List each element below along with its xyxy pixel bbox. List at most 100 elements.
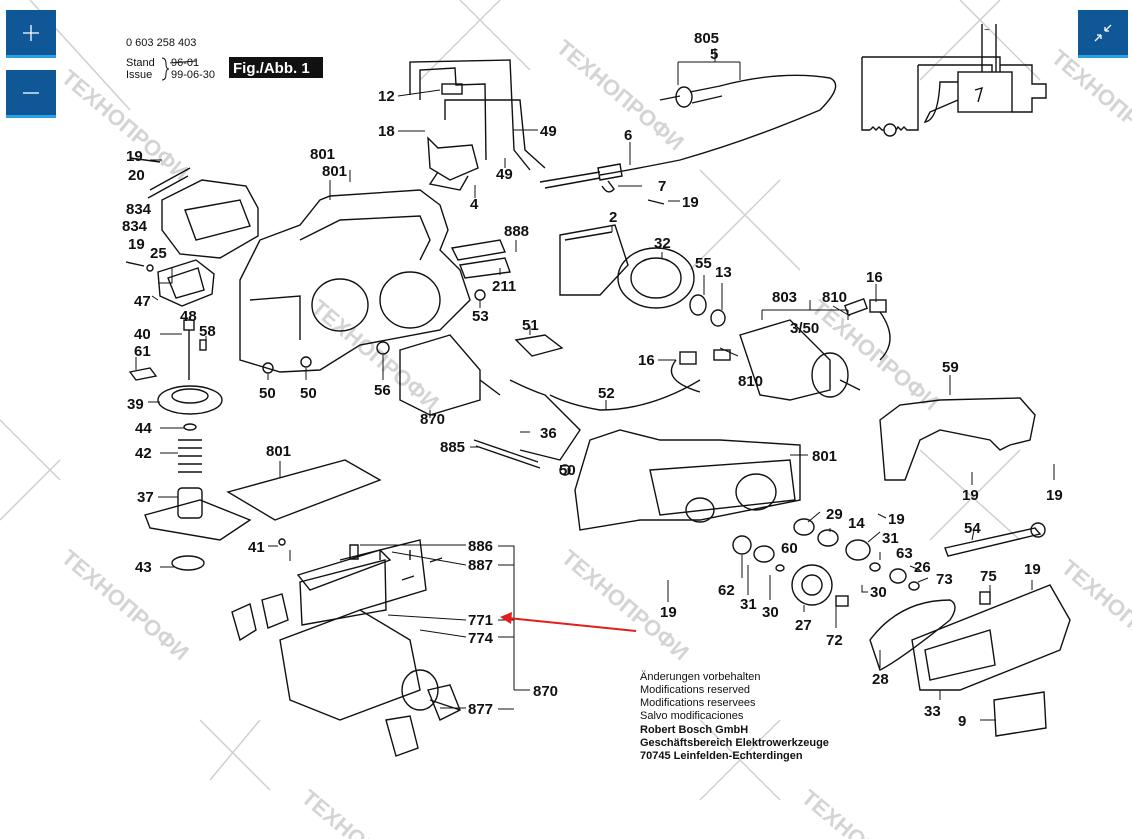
part-label[interactable]: 801 [266, 443, 291, 460]
footer-line: Salvo modificaciones [640, 710, 744, 722]
part-label[interactable]: 886 [468, 538, 493, 555]
part-label[interactable]: 54 [964, 520, 981, 537]
part-label[interactable]: 50 [259, 385, 276, 402]
part-label[interactable]: 20 [128, 167, 145, 184]
part-label[interactable]: 61 [134, 343, 151, 360]
part-label[interactable]: 870 [533, 683, 558, 700]
part-label[interactable]: 2 [609, 209, 617, 226]
minus-icon [23, 91, 39, 95]
part-label[interactable]: 19 [1024, 561, 1041, 578]
part-label[interactable]: 47 [134, 293, 151, 310]
part-label[interactable]: 801 [322, 163, 347, 180]
part-label[interactable]: 44 [135, 420, 152, 437]
part-label[interactable]: 50 [559, 462, 576, 479]
main-housing [239, 189, 511, 374]
part-label[interactable]: 72 [826, 632, 843, 649]
zoom-out-button[interactable] [6, 70, 56, 118]
part-label[interactable]: 29 [826, 506, 843, 523]
part-label[interactable]: 810 [822, 289, 847, 306]
part-label[interactable]: 885 [440, 439, 465, 456]
part-label[interactable]: 51 [522, 317, 539, 334]
part-label[interactable]: 49 [496, 166, 513, 183]
part-label[interactable]: 870 [420, 411, 445, 428]
plus-icon [22, 24, 40, 42]
company-address: 70745 Leinfelden-Echterdingen [640, 750, 803, 762]
part-label[interactable]: 9 [958, 713, 966, 730]
part-label[interactable]: 7 [658, 178, 666, 195]
part-label[interactable]: 211 [492, 278, 516, 295]
part-label[interactable]: 39 [127, 396, 144, 413]
part-label[interactable]: 26 [914, 559, 931, 576]
part-label[interactable]: 805 [694, 30, 719, 47]
part-label[interactable]: 19 [888, 511, 905, 528]
part-label[interactable]: 888 [504, 223, 529, 240]
part-label[interactable]: 13 [715, 264, 732, 281]
part-label[interactable]: 60 [781, 540, 798, 557]
part-label[interactable]: 63 [896, 545, 913, 562]
part-label[interactable]: 5 [710, 46, 718, 63]
part-label[interactable]: 52 [598, 385, 615, 402]
exit-fullscreen-button[interactable] [1078, 10, 1128, 58]
part-label[interactable]: 19 [660, 604, 677, 621]
part-label[interactable]: 834 [122, 218, 148, 235]
part-label[interactable]: 19 [128, 236, 145, 253]
part-label[interactable]: 28 [872, 671, 889, 688]
figure-badge [229, 57, 323, 78]
part-label[interactable]: 19 [962, 487, 979, 504]
part-label[interactable]: 56 [374, 382, 391, 399]
part-label[interactable]: 41 [248, 539, 265, 556]
part-label[interactable]: 877 [468, 701, 493, 718]
part-label[interactable]: 30 [870, 584, 887, 601]
part-label[interactable]: 75 [980, 568, 997, 585]
part-label[interactable]: 834 [126, 201, 152, 218]
part-label[interactable]: 19 [1046, 487, 1063, 504]
part-label[interactable]: 55 [695, 255, 712, 272]
part-label[interactable]: 36 [540, 425, 557, 442]
part-label[interactable]: 12 [378, 88, 395, 105]
part-label[interactable]: 43 [135, 559, 152, 576]
part-label[interactable]: 801 [310, 146, 335, 163]
part-label[interactable]: 16 [638, 352, 655, 369]
part-label[interactable]: 3/50 [790, 320, 819, 337]
stand-label: Stand [126, 57, 155, 69]
part-label[interactable]: 37 [137, 489, 154, 506]
part-label[interactable]: 62 [718, 582, 735, 599]
belt-side-housing [559, 429, 801, 531]
part-label[interactable]: 33 [924, 703, 941, 720]
part-label[interactable]: 810 [738, 373, 763, 390]
part-label[interactable]: 31 [882, 530, 899, 547]
part-label[interactable]: 48 [180, 308, 197, 325]
watermark-text: ТЕХНОПРОФИ [57, 545, 194, 666]
part-label[interactable]: 30 [762, 604, 779, 621]
part-label[interactable]: 16 [866, 269, 883, 286]
part-label[interactable]: 27 [795, 617, 812, 634]
part-label[interactable]: 50 [300, 385, 317, 402]
part-label[interactable]: 19 [682, 194, 699, 211]
part-label[interactable]: 801 [812, 448, 837, 465]
part-label[interactable]: 18 [378, 123, 395, 140]
part-label[interactable]: 42 [135, 445, 152, 462]
part-label[interactable]: 6 [624, 127, 632, 144]
part-label[interactable]: 14 [848, 515, 865, 532]
power-cord [539, 74, 837, 205]
highlight-arrow [500, 612, 637, 632]
part-label[interactable]: 19 [126, 148, 143, 165]
sole-plate [226, 459, 382, 546]
part-label[interactable]: 40 [134, 326, 151, 343]
part-label[interactable]: 59 [942, 359, 959, 376]
part-label[interactable]: 774 [468, 630, 494, 647]
part-label[interactable]: 771 [468, 612, 493, 629]
armature [670, 297, 891, 401]
part-label[interactable]: 887 [468, 557, 493, 574]
zoom-in-button[interactable] [6, 10, 56, 58]
part-label[interactable]: 49 [540, 123, 557, 140]
part-label[interactable]: 31 [740, 596, 757, 613]
part-label[interactable]: 25 [150, 245, 167, 262]
part-label[interactable]: 4 [470, 196, 479, 213]
part-label[interactable]: 58 [199, 323, 216, 340]
part-label[interactable]: 73 [936, 571, 953, 588]
part-label[interactable]: 803 [772, 289, 797, 306]
part-label[interactable]: 32 [654, 235, 671, 252]
part-label[interactable]: 53 [472, 308, 489, 325]
